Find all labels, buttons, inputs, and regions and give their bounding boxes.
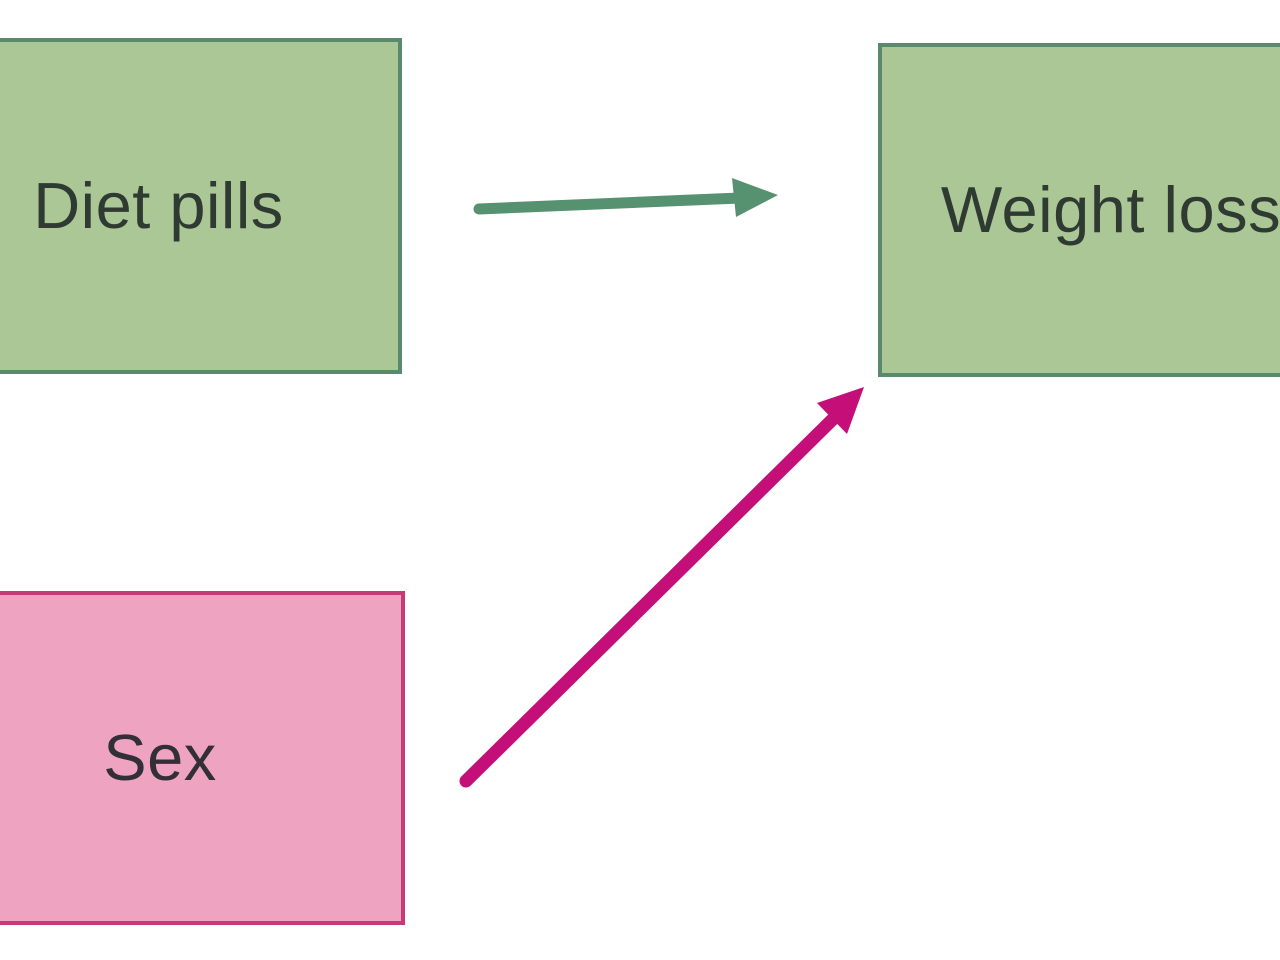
arrow-diet-pills-to-weight-loss-head bbox=[732, 178, 778, 217]
node-sex-label: Sex bbox=[103, 721, 217, 795]
node-sex: Sex bbox=[0, 591, 405, 925]
node-weight-loss: Weight loss bbox=[878, 43, 1280, 377]
node-weight-loss-label: Weight loss bbox=[940, 173, 1280, 247]
arrow-sex-to-weight-loss bbox=[459, 387, 864, 788]
arrow-diet-pills-to-weight-loss-shaft bbox=[473, 192, 746, 215]
node-diet-pills: Diet pills bbox=[0, 38, 402, 374]
arrow-sex-to-weight-loss-head bbox=[817, 387, 864, 434]
node-diet-pills-label: Diet pills bbox=[33, 169, 284, 243]
arrow-diet-pills-to-weight-loss bbox=[473, 178, 778, 217]
arrow-sex-to-weight-loss-shaft bbox=[459, 412, 840, 788]
